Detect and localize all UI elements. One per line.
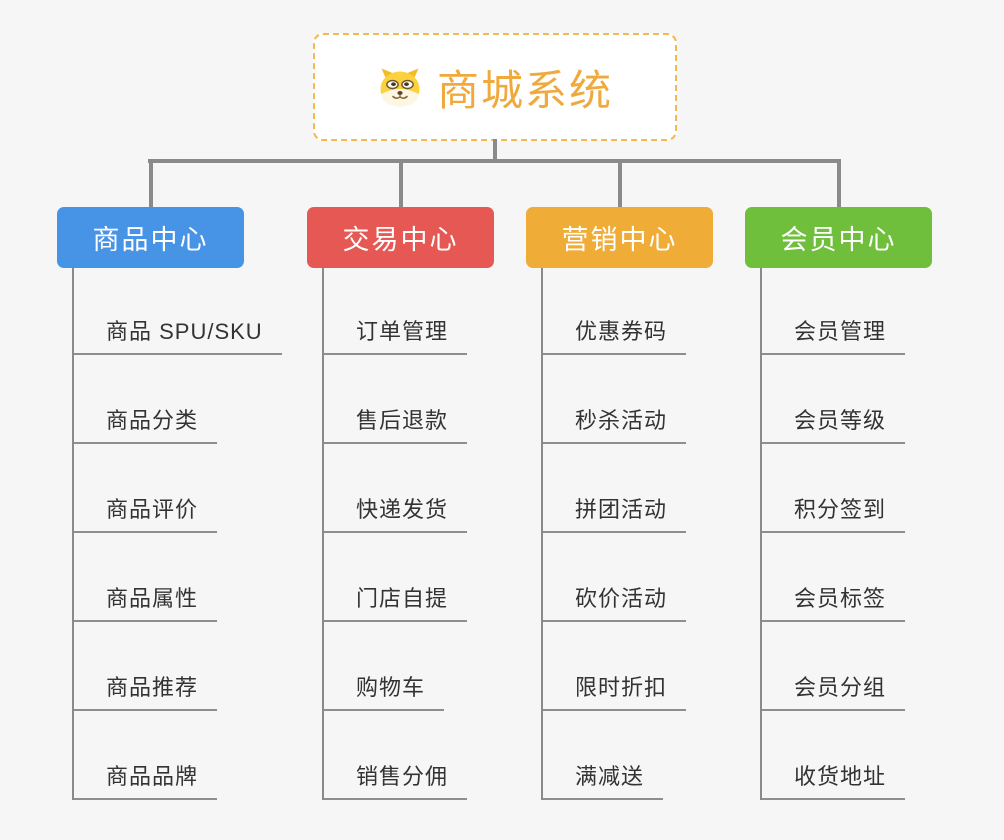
- leaf-item[interactable]: 快递发货: [322, 444, 468, 533]
- leaf-item[interactable]: 秒杀活动: [541, 355, 687, 444]
- connector-root-drop: [493, 139, 497, 162]
- leaf-item[interactable]: 砍价活动: [541, 533, 687, 622]
- connector-column-spine: [541, 268, 543, 800]
- leaf-item[interactable]: 会员等级: [760, 355, 906, 444]
- leaf-item[interactable]: 商品属性: [72, 533, 218, 622]
- leaf-item[interactable]: 商品 SPU/SKU: [72, 266, 282, 355]
- branch-node-3[interactable]: 营销中心: [526, 207, 713, 268]
- branch-node-1[interactable]: 商品中心: [57, 207, 244, 268]
- leaf-item[interactable]: 商品评价: [72, 444, 218, 533]
- leaf-item[interactable]: 商品分类: [72, 355, 218, 444]
- branch-column-4: 会员管理会员等级积分签到会员标签会员分组收货地址: [760, 266, 906, 800]
- leaf-item[interactable]: 拼团活动: [541, 444, 687, 533]
- leaf-item[interactable]: 限时折扣: [541, 622, 687, 711]
- connector-column-spine: [760, 268, 762, 800]
- leaf-item[interactable]: 会员管理: [760, 266, 906, 355]
- leaf-item[interactable]: 购物车: [322, 622, 445, 711]
- branch-node-4[interactable]: 会员中心: [745, 207, 932, 268]
- branch-label: 会员中心: [780, 225, 897, 255]
- leaf-item[interactable]: 商品品牌: [72, 711, 218, 800]
- branch-label: 营销中心: [561, 225, 678, 255]
- leaf-item[interactable]: 销售分佣: [322, 711, 468, 800]
- leaf-item[interactable]: 订单管理: [322, 266, 468, 355]
- leaf-item[interactable]: 满减送: [541, 711, 664, 800]
- branch-node-2[interactable]: 交易中心: [307, 207, 494, 268]
- dog-face-icon: [377, 66, 423, 108]
- leaf-item[interactable]: 优惠券码: [541, 266, 687, 355]
- connector-column-spine: [72, 268, 74, 800]
- branch-label: 交易中心: [342, 225, 459, 255]
- leaf-item[interactable]: 会员标签: [760, 533, 906, 622]
- connector-branch-drop: [398, 161, 403, 207]
- root-node[interactable]: 商城系统: [313, 33, 677, 141]
- branch-column-3: 优惠券码秒杀活动拼团活动砍价活动限时折扣满减送: [541, 266, 687, 800]
- connector-branch-drop: [617, 161, 622, 207]
- branch-label: 商品中心: [92, 225, 209, 255]
- connector-branch-drop: [148, 161, 153, 207]
- leaf-item[interactable]: 会员分组: [760, 622, 906, 711]
- branch-column-2: 订单管理售后退款快递发货门店自提购物车销售分佣: [322, 266, 468, 800]
- leaf-item[interactable]: 收货地址: [760, 711, 906, 800]
- connector-bus: [148, 159, 841, 163]
- leaf-item[interactable]: 商品推荐: [72, 622, 218, 711]
- leaf-item[interactable]: 售后退款: [322, 355, 468, 444]
- root-title: 商城系统: [436, 66, 613, 114]
- connector-branch-drop: [836, 161, 841, 207]
- connector-column-spine: [322, 268, 324, 800]
- leaf-item[interactable]: 门店自提: [322, 533, 468, 622]
- leaf-item[interactable]: 积分签到: [760, 444, 906, 533]
